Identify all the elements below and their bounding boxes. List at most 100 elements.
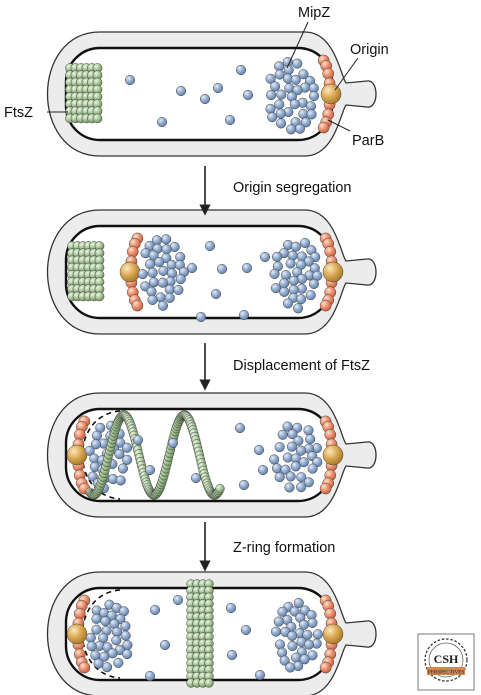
mipz-molecule bbox=[303, 639, 314, 650]
mipz-molecule bbox=[235, 64, 247, 76]
mipz-molecule bbox=[212, 82, 224, 94]
mipz-molecule bbox=[282, 421, 293, 432]
mipz-molecule bbox=[91, 430, 102, 441]
mipz-molecule bbox=[293, 435, 304, 446]
cell-ftsz-displaced bbox=[47, 392, 377, 518]
mipz-leader-line bbox=[286, 21, 309, 69]
ftsz-subunit bbox=[92, 113, 103, 124]
mipz-molecule bbox=[147, 267, 158, 278]
mipz-molecule bbox=[148, 250, 159, 261]
mipz-molecule bbox=[303, 477, 314, 488]
logo-emblem bbox=[424, 638, 468, 682]
mipz-molecule bbox=[298, 69, 309, 80]
mipz-molecule bbox=[186, 262, 198, 274]
mipz-molecule bbox=[283, 64, 294, 75]
mipz-molecule bbox=[115, 475, 126, 486]
parb-molecule bbox=[319, 299, 332, 312]
mipz-molecule bbox=[132, 434, 144, 446]
mipz-molecule bbox=[117, 463, 128, 474]
mipz-molecule bbox=[266, 90, 277, 101]
csh-perspectives-logo: CSH PERSPECTIVES bbox=[417, 633, 475, 691]
mipz-molecule bbox=[111, 635, 122, 646]
mipz-molecule bbox=[300, 117, 311, 128]
parb-molecule bbox=[126, 245, 139, 258]
mipz-molecule bbox=[86, 641, 97, 652]
mipz-molecule bbox=[204, 240, 216, 252]
mipz-molecule bbox=[292, 58, 303, 69]
mipz-molecule bbox=[296, 273, 307, 284]
mipz-molecule bbox=[296, 482, 307, 493]
logo-top-text: CSH bbox=[434, 652, 459, 666]
mipz-molecule bbox=[157, 277, 168, 288]
mipz-molecule bbox=[124, 74, 136, 86]
mipz-molecule bbox=[275, 108, 286, 119]
mipz-molecule bbox=[306, 109, 317, 120]
parb-label: ParB bbox=[352, 133, 384, 149]
mipz-molecule bbox=[274, 442, 285, 453]
mipz-molecule bbox=[282, 298, 293, 309]
mipz-molecule bbox=[199, 93, 211, 105]
mipz-molecule bbox=[254, 669, 266, 681]
mipz-molecule bbox=[296, 472, 307, 483]
step-label-z-ring-formation: Z-ring formation bbox=[233, 540, 335, 556]
mipz-molecule bbox=[224, 114, 236, 126]
mipz-molecule bbox=[147, 294, 158, 305]
mipz-molecule bbox=[259, 251, 271, 263]
mipz-molecule bbox=[137, 269, 148, 280]
mipz-molecule bbox=[164, 292, 175, 303]
mipz-molecule bbox=[102, 662, 113, 673]
parb-molecule bbox=[131, 299, 144, 312]
origin-label: Origin bbox=[350, 42, 389, 58]
mipz-molecule bbox=[93, 658, 104, 669]
mipz-molecule bbox=[159, 639, 171, 651]
mipz-molecule bbox=[291, 652, 302, 663]
mipz-molecule bbox=[307, 463, 318, 474]
mipz-molecule bbox=[114, 449, 125, 460]
mipz-molecule bbox=[257, 464, 269, 476]
mipz-molecule bbox=[85, 632, 96, 643]
mipz-molecule bbox=[253, 444, 265, 456]
mipz-molecule bbox=[120, 630, 131, 641]
mipz-molecule bbox=[240, 624, 252, 636]
mipz-molecule bbox=[173, 284, 184, 295]
ftsz-label: FtsZ bbox=[4, 105, 33, 121]
mipz-molecule bbox=[274, 69, 285, 80]
mipz-molecule bbox=[298, 457, 309, 468]
parb-molecule bbox=[324, 428, 337, 441]
cell-z-ring bbox=[47, 571, 377, 695]
mipz-molecule bbox=[190, 472, 202, 484]
mipz-molecule bbox=[234, 422, 246, 434]
mipz-molecule bbox=[309, 90, 320, 102]
mipz-molecule bbox=[195, 311, 207, 323]
mipz-molecule bbox=[265, 73, 276, 84]
mipz-molecule bbox=[161, 244, 172, 255]
mipz-molecule bbox=[285, 258, 296, 269]
step-label-origin-segregation: Origin segregation bbox=[233, 180, 352, 196]
mipz-molecule bbox=[90, 439, 101, 450]
mipz-molecule bbox=[279, 655, 290, 666]
parb-leader-line bbox=[327, 119, 351, 132]
mipz-molecule bbox=[276, 118, 287, 129]
mipz-molecule bbox=[226, 649, 238, 661]
mipz-molecule bbox=[271, 626, 282, 637]
mipz-molecule bbox=[296, 294, 307, 305]
mipz-molecule bbox=[305, 434, 316, 445]
mipz-molecule bbox=[276, 89, 287, 100]
parb-molecule bbox=[319, 482, 332, 495]
mipz-molecule bbox=[303, 425, 314, 436]
mipz-molecule bbox=[298, 619, 309, 630]
mipz-molecule bbox=[305, 290, 316, 301]
parb-molecule bbox=[73, 428, 86, 441]
mipz-molecule bbox=[288, 275, 299, 286]
mipz-molecule bbox=[277, 606, 288, 617]
mipz-molecule bbox=[267, 112, 278, 123]
mipz-molecule bbox=[295, 445, 307, 456]
mipz-molecule bbox=[145, 259, 156, 270]
mipz-molecule bbox=[280, 464, 291, 475]
mipz-molecule bbox=[287, 630, 298, 641]
mipz-molecule bbox=[270, 283, 281, 294]
mipz-molecule bbox=[122, 454, 133, 465]
mipz-molecule bbox=[91, 624, 102, 635]
cell-predivisional bbox=[47, 31, 377, 157]
mipz-molecule bbox=[121, 442, 133, 453]
